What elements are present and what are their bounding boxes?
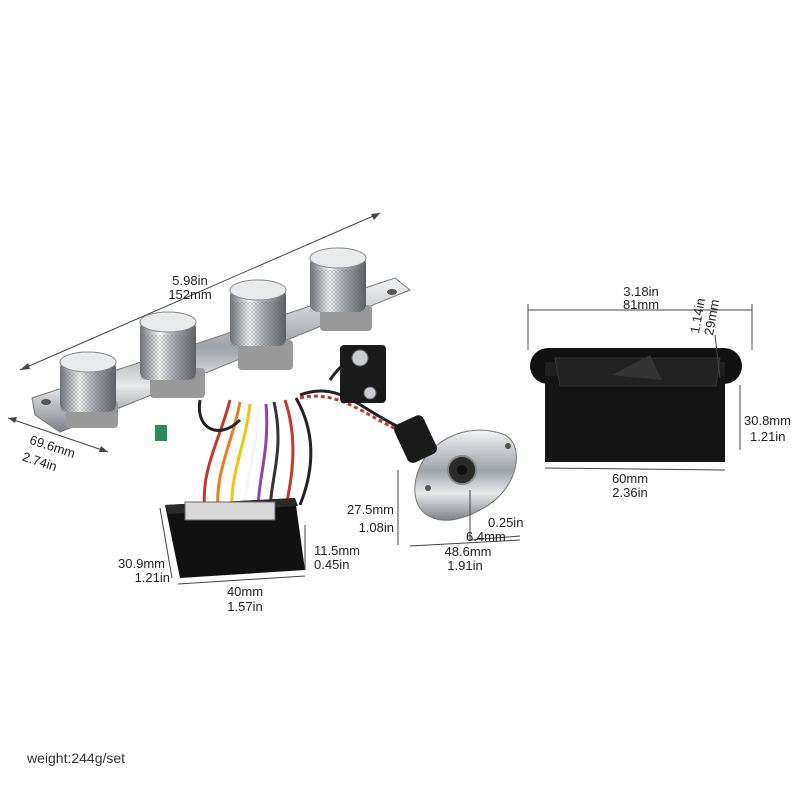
output-jack (394, 415, 517, 521)
jack-height-in: 1.08in (358, 520, 394, 535)
plate-length-arrow (19, 212, 381, 371)
jack-width-mm: 48.6mm (444, 544, 492, 559)
preamp-dimension-lines (159, 507, 306, 585)
battery-snap (340, 345, 386, 403)
preamp-height-mm: 30.9mm (118, 556, 165, 571)
preamp-length-mm: 40mm (226, 584, 264, 599)
pcb-board (155, 425, 167, 441)
preamp-box (165, 498, 305, 578)
weight-label: weight:244g/set (27, 750, 126, 766)
preamp-thickness-mm: 11.5mm (314, 543, 360, 558)
battery-box-dimension-lines (527, 304, 753, 471)
plate-length-in: 5.98in (172, 273, 208, 288)
knob-4 (309, 247, 372, 331)
battery-box-width-mm: 60mm (611, 471, 649, 486)
preamp-length-in: 1.57in (227, 599, 263, 614)
plate-length-mm: 152mm (168, 287, 212, 302)
plate-width-arrow (7, 417, 109, 453)
knob-2 (139, 311, 205, 398)
battery-box-height-in: 1.21in (750, 429, 786, 444)
battery-box-height-mm: 30.8mm (744, 413, 791, 428)
preamp-height-in: 1.21in (134, 570, 170, 585)
jack-dimension-lines (397, 470, 521, 547)
preamp-thickness-in: 0.45in (314, 557, 350, 572)
jack-hole-mm: 6.4mm (466, 529, 506, 544)
battery-box (530, 348, 742, 462)
battery-box-width-in: 2.36in (612, 485, 648, 500)
battery-box-length-in: 3.18in (623, 284, 659, 299)
battery-box-length-mm: 81mm (622, 297, 660, 312)
jack-width-in: 1.91in (447, 558, 483, 573)
jack-height-mm: 27.5mm (347, 502, 394, 517)
knob-3 (229, 279, 293, 370)
knob-1 (59, 351, 118, 428)
jack-hole-in: 0.25in (488, 515, 524, 530)
